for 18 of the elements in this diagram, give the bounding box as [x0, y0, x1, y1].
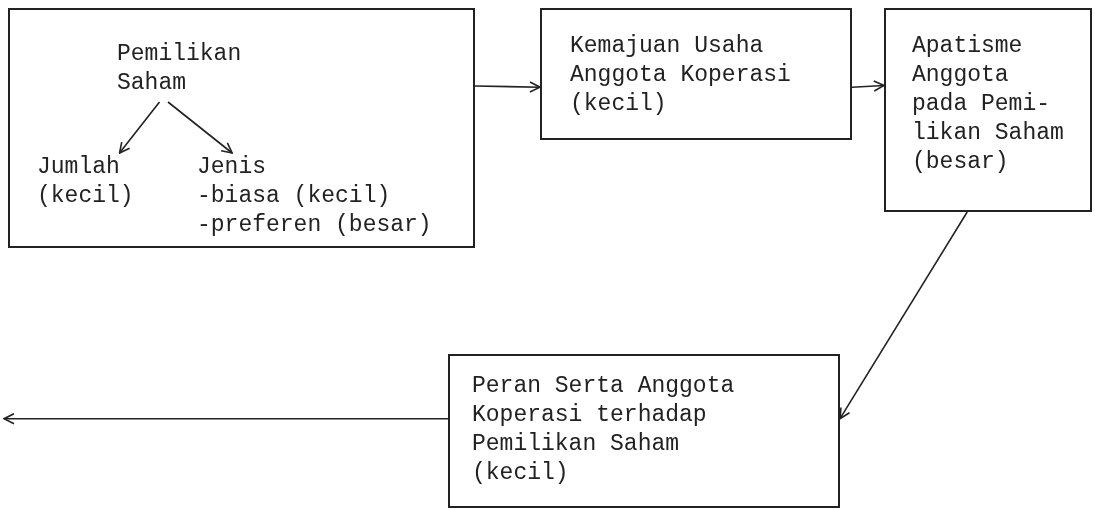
arrow	[167, 101, 233, 154]
box-text: Kemajuan Usaha Anggota Koperasi (kecil)	[570, 32, 792, 119]
text-label: -preferen (besar)	[197, 211, 433, 240]
arrow	[851, 80, 885, 92]
box-text: Apatisme Anggota pada Pemi- likan Saham (besar)	[912, 32, 1065, 177]
group-box	[8, 8, 475, 248]
arrow	[474, 81, 541, 93]
text-label: Jenis	[197, 153, 267, 182]
text-label: -biasa (kecil)	[197, 182, 392, 211]
process-box	[884, 8, 1092, 212]
arrow	[118, 101, 161, 154]
process-box	[448, 354, 840, 508]
box-text: Peran Serta Anggota Koperasi terhadap Pemilikan Saham (kecil)	[472, 372, 736, 488]
arrow	[839, 211, 968, 420]
arrow	[3, 412, 449, 425]
process-box	[540, 8, 852, 140]
text-label: Jumlah (kecil)	[37, 153, 135, 211]
text-label: Pemilikan Saham	[117, 40, 243, 98]
